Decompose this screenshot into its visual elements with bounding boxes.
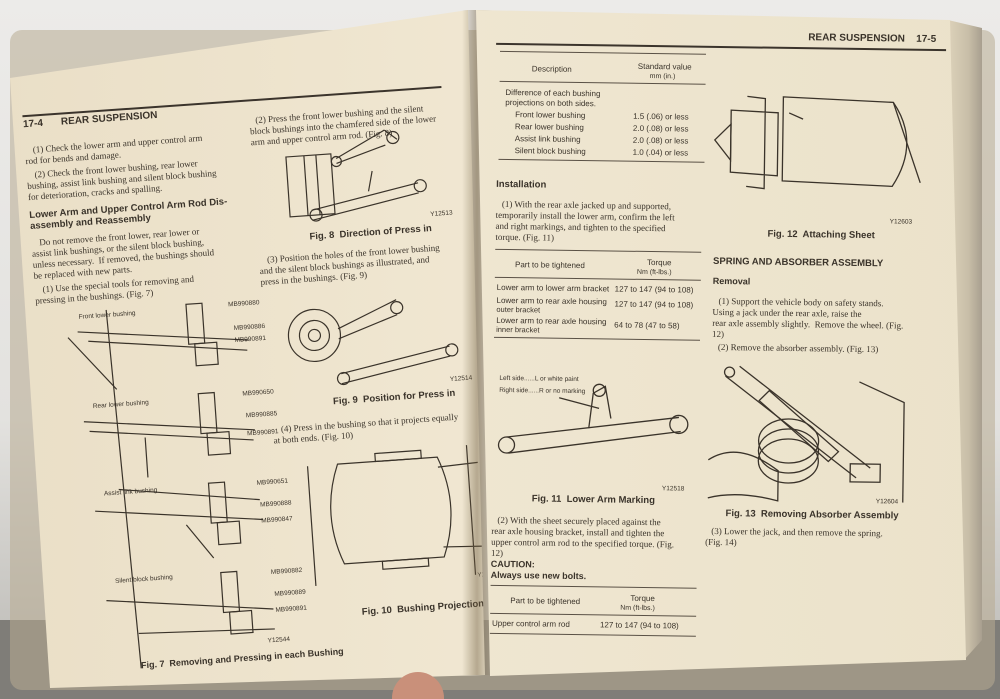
fig7-illustration: Front lower bushing Rear lower bushing A… [10, 10, 485, 670]
lower-jack-para-2: (Fig. 14) [705, 536, 737, 548]
torque-table: Part to be tightened Torque Nm (ft-lbs.)… [494, 248, 702, 341]
spec-table: Description Standard value mm (in.) Diff… [498, 50, 706, 163]
fig13-id: Y12604 [875, 498, 899, 506]
torque-table-2: Part to be tightened Torque Nm (ft-lbs.)… [489, 584, 697, 637]
